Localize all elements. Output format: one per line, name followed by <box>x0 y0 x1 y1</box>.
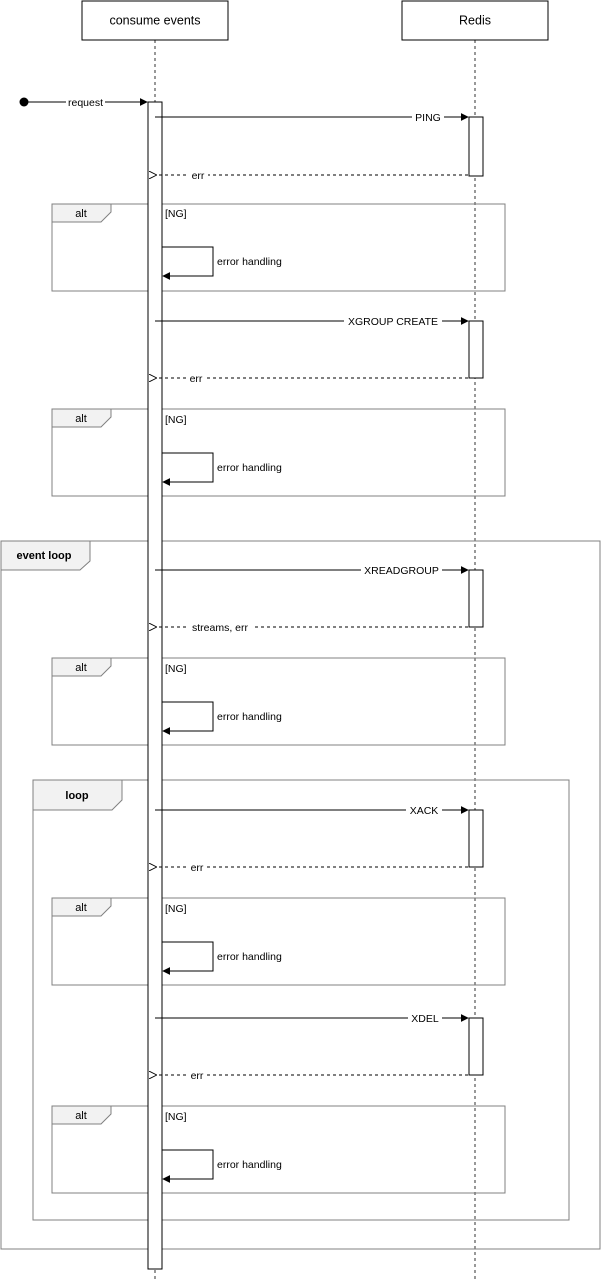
xdel-reply-label: err <box>191 1070 204 1082</box>
redis-activation-ping <box>468 116 484 177</box>
xdel-message: XDEL <box>155 1012 469 1025</box>
xack-label: XACK <box>410 805 439 817</box>
alt-guard: [NG] <box>165 1111 187 1123</box>
alt-tag: alt <box>75 1110 87 1122</box>
redis-activation-xack <box>468 809 484 868</box>
xgroup-create-reply-label: err <box>190 373 203 385</box>
ping-message: PING <box>155 111 469 124</box>
consume-events-activation <box>147 101 163 1270</box>
xgroup-create-label: XGROUP CREATE <box>348 316 438 328</box>
self-message-4 <box>162 941 214 975</box>
event-loop-frame: event loop <box>0 540 601 1250</box>
alt-tag: alt <box>75 902 87 914</box>
xgroup-create-message: XGROUP CREATE <box>155 315 469 328</box>
alt-guard: [NG] <box>165 208 187 220</box>
self-message-label: error handling <box>217 711 282 723</box>
self-message-label: error handling <box>217 951 282 963</box>
participant-consume-events: consume events <box>81 0 229 41</box>
alt-frame-5: alt <box>51 1105 506 1194</box>
self-message-label: error handling <box>217 256 282 268</box>
redis-activation-xreadgroup <box>468 569 484 628</box>
participant-redis: Redis <box>401 0 549 41</box>
xreadgroup-reply: streams, err <box>156 621 468 634</box>
alt-frame-3: alt <box>51 657 506 746</box>
ping-label: PING <box>415 112 441 124</box>
xdel-label: XDEL <box>411 1013 439 1025</box>
redis-activation-xgroup-create <box>468 320 484 379</box>
self-message-2 <box>162 452 214 486</box>
xdel-reply: err <box>156 1069 468 1082</box>
alt-frame-4: alt <box>51 897 506 986</box>
request-label: request <box>68 97 103 109</box>
ping-reply: err <box>156 169 468 182</box>
xreadgroup-reply-label: streams, err <box>192 622 249 634</box>
self-message-label: error handling <box>217 1159 282 1171</box>
alt-tag: alt <box>75 413 87 425</box>
event-loop-tag: event loop <box>16 550 71 562</box>
alt-frame-2: alt <box>51 408 506 497</box>
self-message-3 <box>162 701 214 735</box>
alt-guard: [NG] <box>165 903 187 915</box>
alt-guard: [NG] <box>165 663 187 675</box>
self-message-5 <box>162 1149 214 1183</box>
alt-frame-1: alt <box>51 203 506 292</box>
redis-activation-xdel <box>468 1017 484 1076</box>
alt-guard: [NG] <box>165 414 187 426</box>
alt-tag: alt <box>75 208 87 220</box>
ping-reply-label: err <box>192 170 205 182</box>
inner-loop-tag: loop <box>65 790 88 802</box>
inner-loop-frame: loop <box>32 779 570 1221</box>
xreadgroup-label: XREADGROUP <box>364 565 439 577</box>
request-message: request <box>19 96 148 109</box>
participant-redis-label: Redis <box>459 14 491 28</box>
xack-reply-label: err <box>191 862 204 874</box>
participant-consume-events-label: consume events <box>109 14 200 28</box>
alt-tag: alt <box>75 662 87 674</box>
self-message-label: error handling <box>217 462 282 474</box>
xack-message: XACK <box>155 804 469 817</box>
xgroup-create-reply: err <box>156 372 468 385</box>
xack-reply: err <box>156 861 468 874</box>
xreadgroup-message: XREADGROUP <box>155 564 469 577</box>
self-message-1 <box>162 246 214 280</box>
